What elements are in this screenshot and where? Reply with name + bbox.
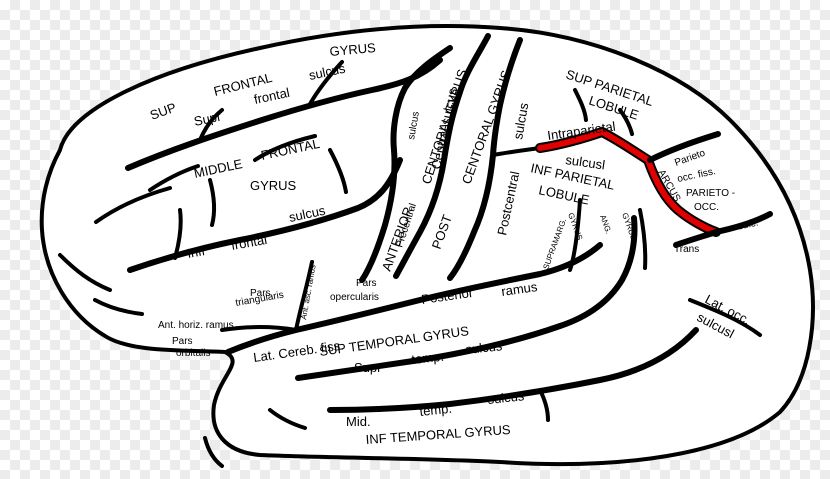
superior-frontal-sulcus-branch — [198, 108, 224, 142]
label-mid-temp-3: sulcus — [487, 388, 526, 407]
frontal-pole-sulcus-a — [58, 253, 112, 292]
brain-outline — [39, 24, 815, 467]
label-mid-temp-2: temp. — [419, 401, 453, 419]
superior-frontal-sulcus-branch-2 — [308, 60, 344, 106]
middle-frontal-sulcus-d — [208, 178, 217, 227]
lateral-cerebral-fissure — [225, 242, 603, 355]
parieto-occipital-fissure — [647, 131, 721, 163]
angular-sulcus — [638, 208, 648, 270]
label-parieto-occ-1: PARIETO - — [686, 188, 735, 199]
sup-parietal-sulcus-b — [618, 108, 634, 136]
label-posterior-ramus-1: Posterior — [420, 285, 474, 307]
central-sulcus — [393, 33, 491, 279]
label-precentral-sulcus-1: sulcus — [406, 111, 422, 141]
inferior-temporal-sulcus-a — [538, 388, 550, 422]
middle-frontal-sulcus-b — [94, 186, 172, 224]
ant-asc-ramus-line — [294, 260, 314, 332]
label-intraparietal-2: sulcusl — [565, 152, 607, 172]
brainstem-edge — [203, 436, 224, 468]
transverse-occipital-sulcus — [673, 211, 773, 248]
label-postcentral-sulcus-1: sulcus — [510, 101, 531, 140]
label-supr-temp-sulcus-1: Supr — [354, 360, 382, 375]
middle-frontal-sulcus-c — [253, 134, 317, 162]
label-pars-opercularis-2: opercularis — [330, 292, 379, 303]
label-trans-occ-1: Trans — [674, 244, 699, 255]
superior-frontal-sulcus — [125, 57, 443, 171]
label-sup-frontal-3: GYRUS — [329, 40, 377, 59]
inferior-frontal-sulcus-branch — [173, 208, 183, 260]
supramarginal-sulcus — [568, 198, 582, 272]
frontal-pole-sulcus-b — [93, 298, 144, 316]
label-posterior-ramus-2: ramus — [500, 279, 538, 299]
precentral-sulcus — [359, 45, 453, 283]
inferior-temporal-sulcus-b — [268, 408, 307, 430]
label-pars-triangularis-1: Pars — [250, 288, 271, 299]
label-supr-frontal-sulcus-1: Supr — [193, 108, 224, 129]
label-infr-frontal-sulcus-1: Infr — [186, 243, 208, 261]
middle-temporal-sulcus — [327, 327, 699, 413]
label-middle-frontal-3: GYRUS — [250, 178, 297, 193]
label-infr-frontal-sulcus-2: frontal — [230, 232, 268, 253]
label-pars-orbitalis-1: Pars — [172, 336, 193, 347]
label-mid-temp-1: Mid. — [346, 414, 371, 429]
superior-temporal-sulcus — [295, 215, 638, 381]
middle-frontal-sulcus-e — [328, 148, 348, 194]
label-parieto-occ-2: OCC. — [694, 202, 719, 213]
label-pars-orbitalis-2: orbitalis — [176, 348, 210, 359]
ant-horiz-ramus-line — [220, 325, 298, 332]
label-supr-frontal-sulcus-2: frontal — [253, 85, 292, 107]
label-pars-opercularis-1: Pars — [356, 278, 377, 289]
label-supr-temp-sulcus-3: sulcus — [465, 338, 504, 357]
inferior-frontal-sulcus — [127, 157, 403, 273]
sup-parietal-sulcus-a — [573, 88, 588, 122]
label-supr-temp-sulcus-2: temp. — [411, 349, 445, 367]
label-ant-horiz-ramus: Ant. horiz. ramus — [158, 320, 234, 331]
middle-frontal-sulcus-a — [148, 164, 200, 192]
lateral-occipital-sulcus — [688, 298, 762, 337]
